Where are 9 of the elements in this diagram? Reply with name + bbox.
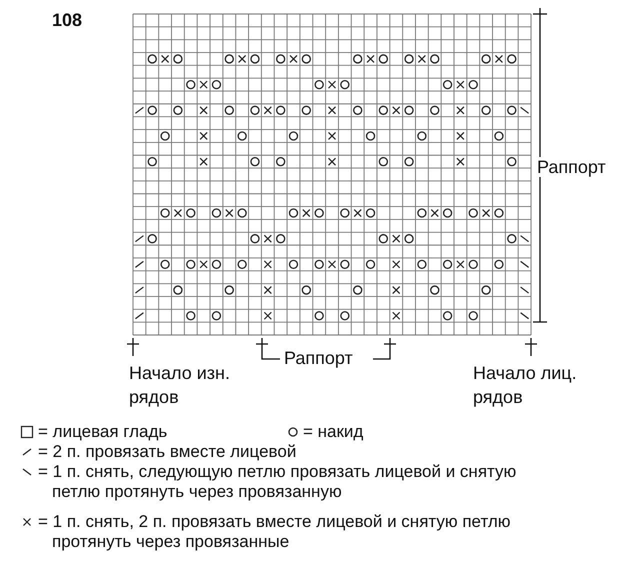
legend-text: = лицевая гладь xyxy=(38,422,168,442)
rapport-label: Раппорт xyxy=(284,348,354,368)
start-label: Начало изн. рядов xyxy=(129,362,231,409)
legend-text: = 1 п. снять, 2 п. провязать вместе лицевой и снятую петлю протянуть через провязанные xyxy=(38,512,512,552)
start-label: Начало лиц. рядов xyxy=(473,362,578,409)
legend-text: = 2 п. провязать вместе лицевой xyxy=(38,442,298,462)
legend-text: = 1 п. снять, следующую петлю провязать лицевой и снятую петлю протянуть через провязанную xyxy=(38,462,518,502)
figure-number: 108 xyxy=(52,10,84,30)
legend-text: = накид xyxy=(303,422,364,442)
